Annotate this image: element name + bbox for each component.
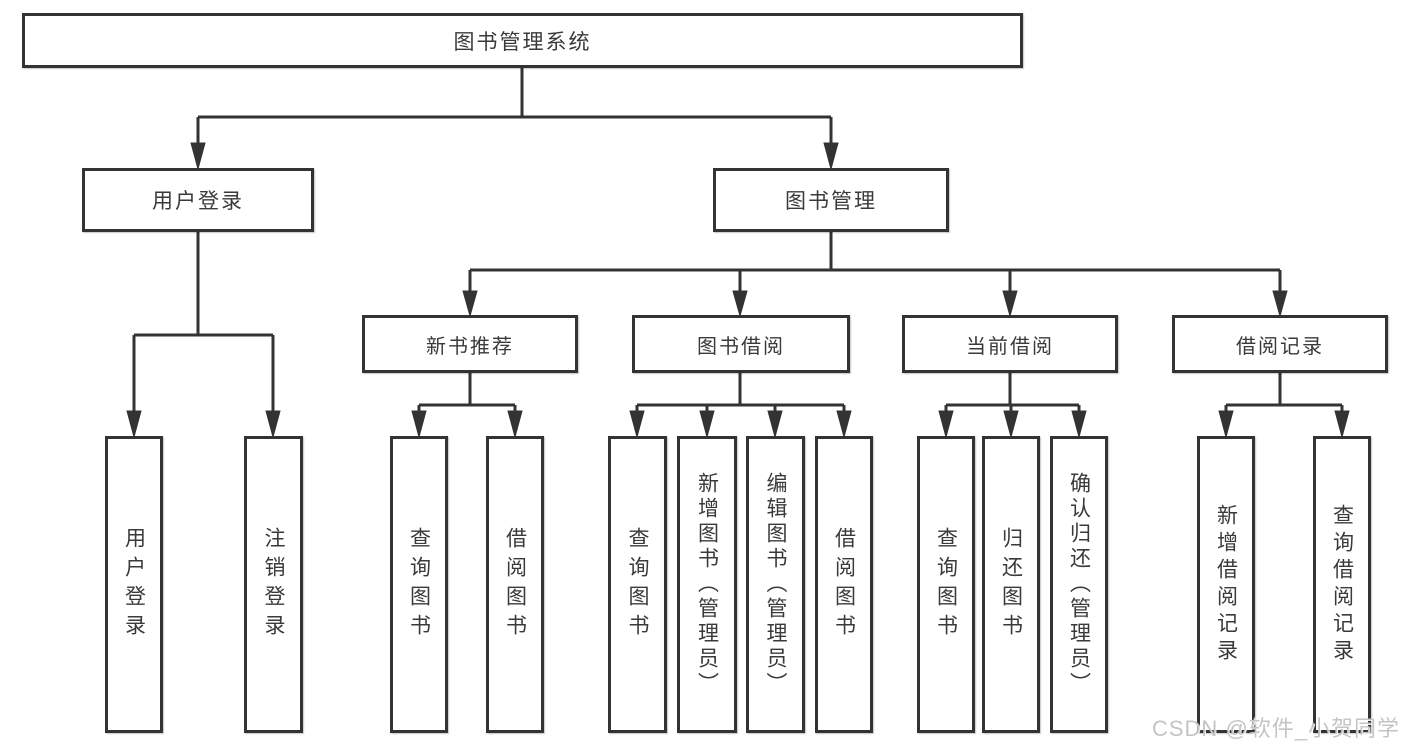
connector-borrow-records-children	[1218, 373, 1350, 439]
connector-root-to-level2	[190, 68, 839, 171]
node-new-book-recommendation: 新书推荐	[362, 315, 578, 373]
leaf-user-login-label: 用户登录	[122, 526, 146, 643]
node-library-management-system: 图书管理系统	[22, 13, 1023, 68]
leaf-user-login: 用户登录	[105, 436, 163, 733]
leaf-return-books-label: 归还图书	[999, 526, 1023, 643]
leaf-query-books-borrowing: 查询图书	[608, 436, 667, 733]
leaf-return-books: 归还图书	[982, 436, 1040, 733]
leaf-add-book-admin: 新增图书（管理员）	[677, 436, 737, 733]
csdn-watermark: CSDN @软件_小贺同学	[1151, 716, 1400, 741]
leaf-borrow-books-borrowing-label: 借阅图书	[832, 526, 856, 643]
leaf-query-books-recommend: 查询图书	[390, 436, 448, 733]
node-book-borrowing: 图书借阅	[632, 315, 850, 373]
connector-current-borrowing-children	[938, 373, 1087, 439]
leaf-query-borrow-record-label: 查询借阅记录	[1330, 503, 1354, 666]
connector-new-book-children	[411, 373, 523, 439]
leaf-borrow-books-recommend: 借阅图书	[486, 436, 544, 733]
leaf-query-books-borrowing-label: 查询图书	[626, 526, 649, 643]
leaf-query-books-current: 查询图书	[917, 436, 975, 733]
leaf-edit-book-admin-label: 编辑图书（管理员）	[764, 472, 787, 697]
leaf-add-borrow-record-label: 新增借阅记录	[1214, 503, 1238, 666]
leaf-borrow-books-recommend-label: 借阅图书	[503, 526, 527, 643]
node-book-management: 图书管理	[713, 168, 949, 232]
leaf-confirm-return-admin-label: 确认归还（管理员）	[1067, 472, 1091, 697]
leaf-logout-login: 注销登录	[244, 436, 303, 733]
leaf-add-borrow-record: 新增借阅记录	[1197, 436, 1255, 733]
leaf-edit-book-admin: 编辑图书（管理员）	[746, 436, 805, 733]
leaf-borrow-books-borrowing: 借阅图书	[815, 436, 873, 733]
connector-user-login-children	[126, 232, 281, 439]
leaf-query-books-recommend-label: 查询图书	[407, 526, 431, 643]
leaf-logout-login-label: 注销登录	[262, 526, 285, 643]
node-borrowing-records: 借阅记录	[1172, 315, 1388, 373]
leaf-query-books-current-label: 查询图书	[934, 526, 958, 643]
leaf-confirm-return-admin: 确认归还（管理员）	[1050, 436, 1108, 733]
node-current-borrowing: 当前借阅	[902, 315, 1118, 373]
node-user-login: 用户登录	[82, 168, 314, 232]
connector-book-borrowing-children	[629, 373, 852, 439]
leaf-query-borrow-record: 查询借阅记录	[1313, 436, 1371, 733]
leaf-add-book-admin-label: 新增图书（管理员）	[695, 472, 719, 697]
connector-book-management-to-level3	[462, 232, 1288, 318]
